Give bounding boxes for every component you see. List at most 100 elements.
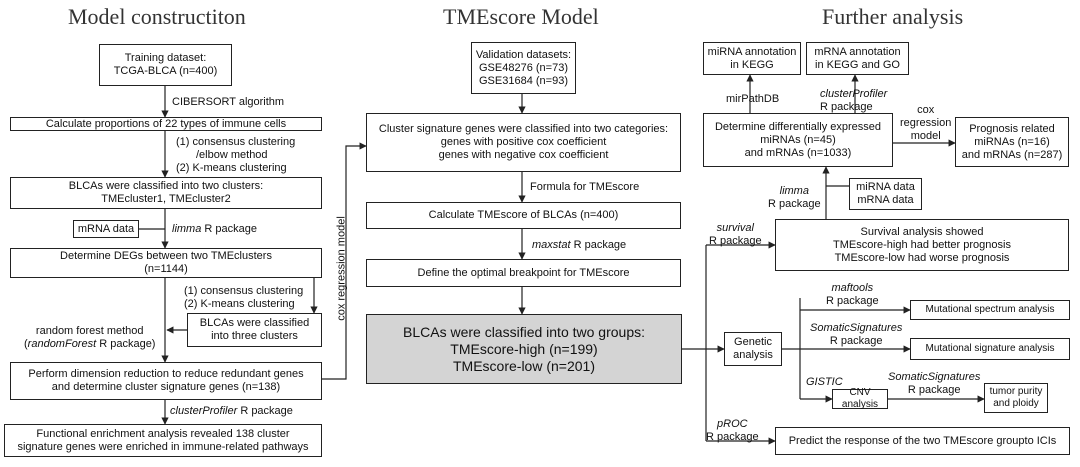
cluster-method-1b: /elbow method [196, 149, 268, 161]
cluster-method-2b: (2) K-means clustering [184, 298, 295, 310]
rf-line-1: random forest method [35, 325, 144, 337]
diff-line-1: Determine differentially expressed [714, 120, 882, 133]
cnv-text: CNV analysis [841, 387, 879, 410]
enrichment-line-1: Functional enrichment analysis revealed … [36, 427, 290, 440]
clusterprofiler-italic: clusterProfiler [170, 405, 238, 417]
prognosis-line-2: miRNAs (n=16) [974, 135, 1050, 148]
dimension-reduction-box: Perform dimension reduction to reduce re… [10, 362, 322, 400]
rf-close: R package) [99, 338, 156, 350]
somsig-italic: SomaticSignatures [810, 322, 903, 334]
survival-line-3: TMEscore-low had worse prognosis [834, 251, 1010, 264]
mirna-kegg-line-1: miRNA annotation [707, 45, 797, 58]
rf-italic: randomForest [27, 338, 97, 350]
training-dataset-box: Training dataset: TCGA-BLCA (n=400) [99, 44, 232, 86]
mrna-kegg-line-2: in KEGG and GO [815, 58, 900, 71]
dim-line-2: and determine cluster signature genes (n… [51, 381, 281, 393]
clusterprofiler-label-right: clusterProfiler R package [820, 88, 887, 114]
survival-label: survival R package [709, 222, 762, 248]
two-clusters-line-2: TMEcluster1, TMEcluster2 [101, 193, 231, 205]
proportions-box: Calculate proportions of 22 types of imm… [10, 117, 322, 131]
maftools-label: maftools R package [826, 282, 879, 308]
cox-right-1: cox [917, 104, 935, 116]
proc-rest: R package [706, 431, 759, 443]
three-clusters-line-2: into three clusters [211, 330, 298, 342]
genetic-analysis-box: Genetic analysis [724, 332, 782, 366]
two-clusters-box: BLCAs were classified into two clusters:… [10, 177, 322, 209]
mirna-mrna-data-box: miRNA data mRNA data [849, 178, 922, 210]
validation-line-3: GSE31684 (n=93) [479, 74, 568, 87]
mut-signature-text: Mutational signature analysis [925, 343, 1055, 354]
proc-italic: pROC [717, 418, 748, 430]
arrow-cox-to-categories [322, 142, 367, 380]
calc-tmescore-box: Calculate TMEscore of BLCAs (n=400) [366, 202, 681, 229]
column-title-right: Further analysis [822, 4, 964, 29]
calc-text: Calculate TMEscore of BLCAs (n=400) [428, 209, 619, 221]
groups-line-2: TMEscore-high (n=199) [450, 340, 598, 357]
rf-open: ( [24, 338, 28, 350]
mrna-data-text: mRNA data [77, 222, 135, 235]
cp-right-rest: R package [820, 101, 873, 113]
somaticsignatures-label-2: SomaticSignatures R package [888, 371, 980, 397]
groups-box: BLCAs were classified into two groups: T… [366, 314, 682, 384]
limma-rest: R package [204, 223, 257, 235]
cluster-method-2a: (1) consensus clustering [184, 285, 304, 297]
predict-response-box: Predict the response of the two TMEscore… [775, 427, 1070, 455]
three-clusters-box: BLCAs were classified into three cluster… [187, 313, 322, 347]
diff-line-2: miRNAs (n=45) [760, 133, 836, 146]
clustering-methods-2: (1) consensus clustering (2) K-means clu… [184, 285, 303, 311]
mrna-data-line: mRNA data [857, 194, 914, 206]
breakpoint-box: Define the optimal breakpoint for TMEsco… [366, 259, 681, 287]
cp-right-italic: clusterProfiler [820, 88, 888, 100]
mirna-data-line: miRNA data [856, 181, 915, 193]
mrna-kegg-go-box: mRNA annotation in KEGG and GO [806, 42, 909, 75]
maxstat-label: maxstat R package [532, 239, 626, 252]
purity-line-2: and ploidy [993, 398, 1039, 409]
cox-regression-label-vertical: cox regression model [335, 216, 348, 321]
survival-box: Survival analysis showed TMEscore-high h… [775, 219, 1069, 271]
training-line-1: Training dataset: [124, 52, 207, 64]
mutational-signature-box: Mutational signature analysis [910, 338, 1070, 360]
training-line-2: TCGA-BLCA (n=400) [113, 65, 218, 77]
survival-italic: survival [716, 222, 754, 234]
categories-line-1: Cluster signature genes were classified … [378, 123, 669, 135]
groups-line-3: TMEscore-low (n=201) [453, 357, 595, 374]
random-forest-label: random forest method (randomForest R pac… [24, 325, 155, 351]
gistic-label: GISTIC [806, 376, 843, 388]
proportions-text: Calculate proportions of 22 types of imm… [45, 117, 287, 130]
validation-line-2: GSE48276 (n=73) [479, 61, 568, 74]
maftools-rest: R package [826, 295, 879, 307]
somaticsignatures-label-1: SomaticSignatures R package [810, 322, 902, 348]
cox-right-3: model [910, 130, 941, 142]
mirna-kegg-box: miRNA annotation in KEGG [703, 42, 801, 75]
purity-line-1: tumor purity [989, 386, 1043, 397]
groups-line-1: BLCAs were classified into two groups: [403, 323, 645, 340]
degs-line-2: (n=1144) [144, 263, 188, 275]
limma-right-italic: limma [779, 185, 809, 197]
validation-line-1: Validation datasets: [475, 48, 572, 61]
survival-rest: R package [709, 235, 762, 247]
mirpathdb-label: mirPathDB [726, 93, 780, 105]
prognosis-box: Prognosis related miRNAs (n=16) and mRNA… [955, 117, 1069, 167]
tumor-purity-box: tumor purity and ploidy [984, 383, 1048, 413]
categories-line-3: genes with negative cox coefficient [438, 149, 609, 161]
prognosis-line-3: and mRNAs (n=287) [961, 148, 1063, 161]
enrichment-box: Functional enrichment analysis revealed … [4, 424, 322, 457]
degs-box: Determine DEGs between two TMEclusters (… [10, 248, 322, 278]
two-clusters-line-1: BLCAs were classified into two clusters: [68, 180, 264, 192]
limma-label-left: limma R package [172, 223, 257, 236]
limma-label-right: limma R package [768, 185, 821, 211]
somsig2-italic: SomaticSignatures [888, 371, 981, 383]
somsig-rest: R package [829, 335, 883, 347]
survival-line-2: TMEscore-high had better prognosis [833, 238, 1011, 251]
cluster-method-1a: (1) consensus clustering [176, 136, 296, 148]
enrichment-line-2: signature genes were enriched in immune-… [17, 440, 309, 453]
mrna-kegg-line-1: mRNA annotation [814, 45, 901, 58]
clusterprofiler-rest: R package [240, 405, 293, 417]
survival-line-1: Survival analysis showed [860, 225, 984, 238]
cibersort-label: CIBERSORT algorithm [172, 96, 285, 108]
mutational-spectrum-box: Mutational spectrum analysis [910, 300, 1070, 320]
maxstat-italic: maxstat [532, 239, 571, 251]
mrna-data-box: mRNA data [73, 220, 139, 238]
